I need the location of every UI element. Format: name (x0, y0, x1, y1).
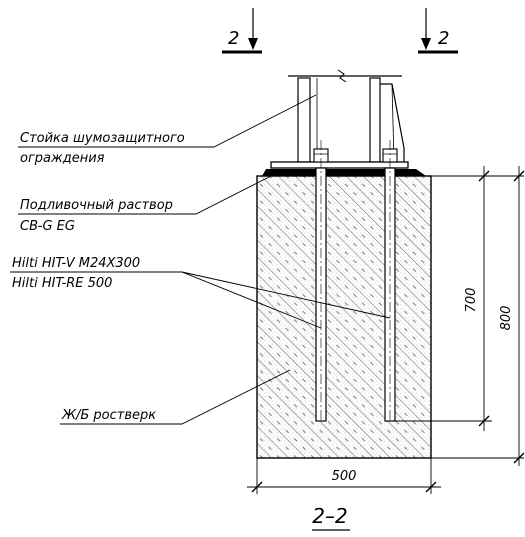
callout-anchor: Hilti HIT-V M24X300 Hilti HIT-RE 500 (12, 256, 140, 291)
label-anchor-line1: Hilti HIT-V M24X300 (12, 256, 140, 271)
label-grout-line2: CB-G EG (20, 219, 75, 234)
label-anchor-line2: Hilti HIT-RE 500 (12, 276, 112, 291)
section-mark-right-label: 2 (438, 28, 449, 49)
dimension-embed: 700 (395, 166, 492, 431)
dimension-width-label: 500 (332, 469, 357, 484)
callout-post: Стойка шумозащитного ограждения (20, 131, 185, 166)
label-post-line2: ограждения (20, 151, 105, 166)
dimension-embed-label: 700 (464, 288, 479, 313)
dimension-height: 800 (431, 166, 525, 466)
label-raft: Ж/Б ростверк (61, 408, 156, 423)
section-title-text: 2–2 (312, 504, 347, 528)
section-mark-right: 2 (418, 8, 458, 54)
leader-lines (10, 94, 391, 425)
steel-post (288, 69, 405, 163)
section-mark-left: 2 (222, 8, 262, 54)
section-title: 2–2 (312, 504, 350, 531)
grout-layer (262, 169, 426, 176)
dimension-width: 500 (247, 458, 441, 494)
label-post-line1: Стойка шумозащитного (20, 131, 185, 146)
label-grout-line1: Подливочный раствор (20, 198, 173, 213)
concrete-raft (256, 175, 432, 459)
dimension-height-label: 800 (499, 306, 514, 331)
base-plate (270, 148, 409, 169)
callout-raft: Ж/Б ростверк (61, 408, 156, 423)
callout-grout: Подливочный раствор CB-G EG (20, 198, 173, 234)
section-mark-left-label: 2 (228, 28, 239, 49)
anchor-rods (315, 140, 396, 422)
